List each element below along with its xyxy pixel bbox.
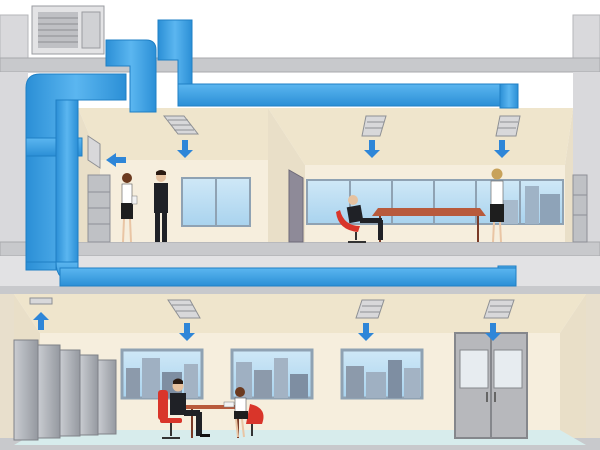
lower-window-2 <box>230 348 314 400</box>
upper-door <box>288 169 304 243</box>
riser-duct-inner-2 <box>105 39 157 113</box>
airflow-arrow-icon <box>358 323 374 341</box>
upper-right-room-right-wall <box>565 108 573 242</box>
conference-table <box>372 208 486 216</box>
airflow-arrow-icon <box>33 312 49 330</box>
upper-right-shelf <box>572 174 588 243</box>
supply-diffuser-icon <box>495 115 521 137</box>
upper-left-room-ceiling <box>78 108 268 160</box>
return-grille-icon <box>29 297 53 305</box>
lower-window-3 <box>340 348 424 400</box>
server-racks <box>13 339 117 441</box>
server-rack <box>37 344 61 439</box>
city-building <box>500 200 518 224</box>
main-supply-duct <box>177 83 519 107</box>
duct-right-drop <box>499 83 519 109</box>
lower-floor <box>13 294 586 445</box>
airflow-arrows <box>33 140 510 341</box>
person-woman-phone-right <box>490 168 504 243</box>
lower-double-door <box>454 332 528 439</box>
supply-diffuser-icon <box>483 299 515 319</box>
roof-slab <box>0 57 600 73</box>
person-woman-seated-lower <box>223 387 248 438</box>
lower-window-1 <box>120 348 204 400</box>
upper-left-wall <box>0 72 28 250</box>
airflow-arrow-icon <box>179 323 195 341</box>
people <box>121 168 504 438</box>
person-man-seated-conference <box>336 195 383 243</box>
airflow-arrow-icon <box>364 140 380 158</box>
supply-diffuser-icon <box>167 299 201 319</box>
lower-right-wall <box>586 294 600 444</box>
riser-duct-inner <box>157 19 193 85</box>
middle-floor-slab <box>0 241 600 257</box>
ductwork <box>25 19 519 287</box>
server-rack <box>13 339 39 441</box>
city-building <box>525 186 539 224</box>
server-rack <box>79 354 99 436</box>
person-woman-upper-left <box>121 173 138 243</box>
upper-right-room-ceiling <box>268 108 573 165</box>
airflow-arrow-icon <box>485 323 501 341</box>
city-building <box>540 194 560 224</box>
server-rack <box>97 359 117 435</box>
red-chair-right <box>246 404 264 436</box>
lower-left-wall <box>0 294 14 444</box>
airflow-arrow-icon <box>106 153 126 167</box>
inner-vertical-duct <box>55 99 79 271</box>
supply-diffuser-icon <box>361 115 387 137</box>
airflow-arrow-icon <box>177 140 193 158</box>
red-chair-left <box>158 390 182 439</box>
ahu-unit-icon <box>31 5 105 55</box>
supply-diffuser-icon <box>355 299 385 319</box>
lower-right-side-wall <box>560 294 586 438</box>
diffusers <box>29 115 521 319</box>
lower-duct-main <box>59 267 517 287</box>
lower-floor-surface <box>14 430 586 445</box>
supply-diffuser-icon <box>162 115 200 135</box>
lower-ceiling-slab <box>0 286 600 294</box>
server-rack <box>59 349 81 437</box>
person-man-upper-left <box>154 170 168 242</box>
lower-ceiling <box>14 294 586 333</box>
person-man-seated-lower <box>170 378 210 437</box>
return-grille-icon <box>87 135 101 169</box>
airflow-arrow-icon <box>494 140 510 158</box>
